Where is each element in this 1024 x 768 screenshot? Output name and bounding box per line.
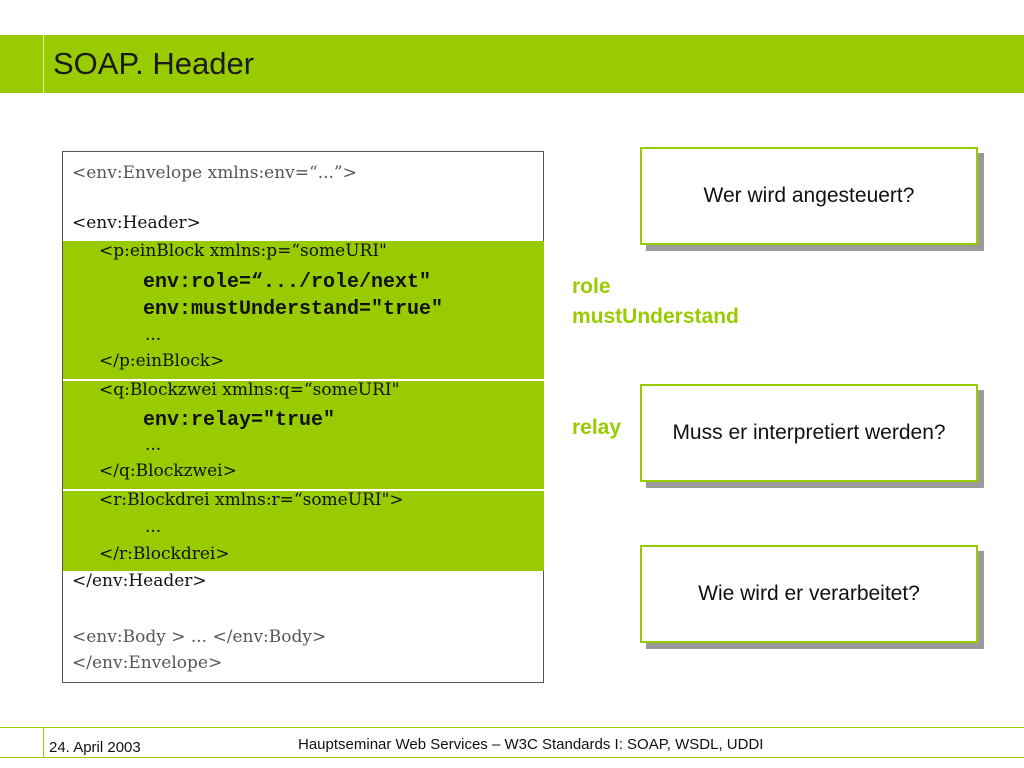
code-listing: <env:Envelope xmlns:env=“...”> <env:Head… <box>62 151 544 683</box>
footer-line-top <box>0 727 1024 728</box>
title-bar <box>0 35 1024 93</box>
question-box-processed: Wie wird er verarbeitet? <box>640 545 978 643</box>
code-block2-relay: env:relay="true" <box>143 409 336 432</box>
code-block1-close: </p:einBlock> <box>99 351 225 371</box>
question-box-addressed: Wer wird angesteuert? <box>640 147 978 245</box>
label-relay: relay <box>572 416 622 439</box>
code-block2-open: <q:Blockzwei xmlns:q=“someURI" <box>99 380 400 400</box>
code-envelope-close: </env:Envelope> <box>72 653 223 673</box>
code-header-close: </env:Header> <box>72 571 207 591</box>
highlight-band-block3 <box>63 491 544 571</box>
code-block3-ellipsis: ... <box>145 517 162 537</box>
highlight-band-block1 <box>63 241 544 380</box>
footer-line-bottom <box>0 757 1024 758</box>
question-processed-text: Wie wird er verarbeitet? <box>698 582 920 605</box>
footer-divider <box>43 727 44 758</box>
question-addressed-text: Wer wird angesteuert? <box>703 184 915 207</box>
footer-title: Hauptseminar Web Services – W3C Standard… <box>298 736 764 753</box>
code-block1-mustunderstand: env:mustUnderstand="true" <box>143 298 444 321</box>
question-box-interpreted: Muss er interpretiert werden? <box>640 384 978 482</box>
label-role: role <box>572 275 611 298</box>
code-block1-open: <p:einBlock xmlns:p=“someURI" <box>99 241 387 261</box>
code-block2-ellipsis: ... <box>145 435 162 455</box>
code-block2-close: </q:Blockzwei> <box>99 461 237 481</box>
code-block1-ellipsis: ... <box>145 325 162 345</box>
band-separator <box>63 489 544 491</box>
highlight-band-block2 <box>63 381 544 489</box>
code-body: <env:Body > ... </env:Body> <box>72 627 327 647</box>
code-block3-close: </r:Blockdrei> <box>99 544 230 564</box>
label-mustunderstand: mustUnderstand <box>572 305 739 328</box>
code-header-open: <env:Header> <box>72 213 201 233</box>
code-block1-role: env:role=“.../role/next" <box>143 271 432 294</box>
code-envelope-open: <env:Envelope xmlns:env=“...”> <box>72 163 357 183</box>
question-interpreted-text: Muss er interpretiert werden? <box>672 421 946 444</box>
band-separator <box>63 379 544 381</box>
title-bar-divider <box>43 35 44 93</box>
code-block3-open: <r:Blockdrei xmlns:r=“someURI"> <box>99 490 404 510</box>
footer-date: 24. April 2003 <box>49 739 141 756</box>
slide-title: SOAP. Header <box>53 46 255 81</box>
